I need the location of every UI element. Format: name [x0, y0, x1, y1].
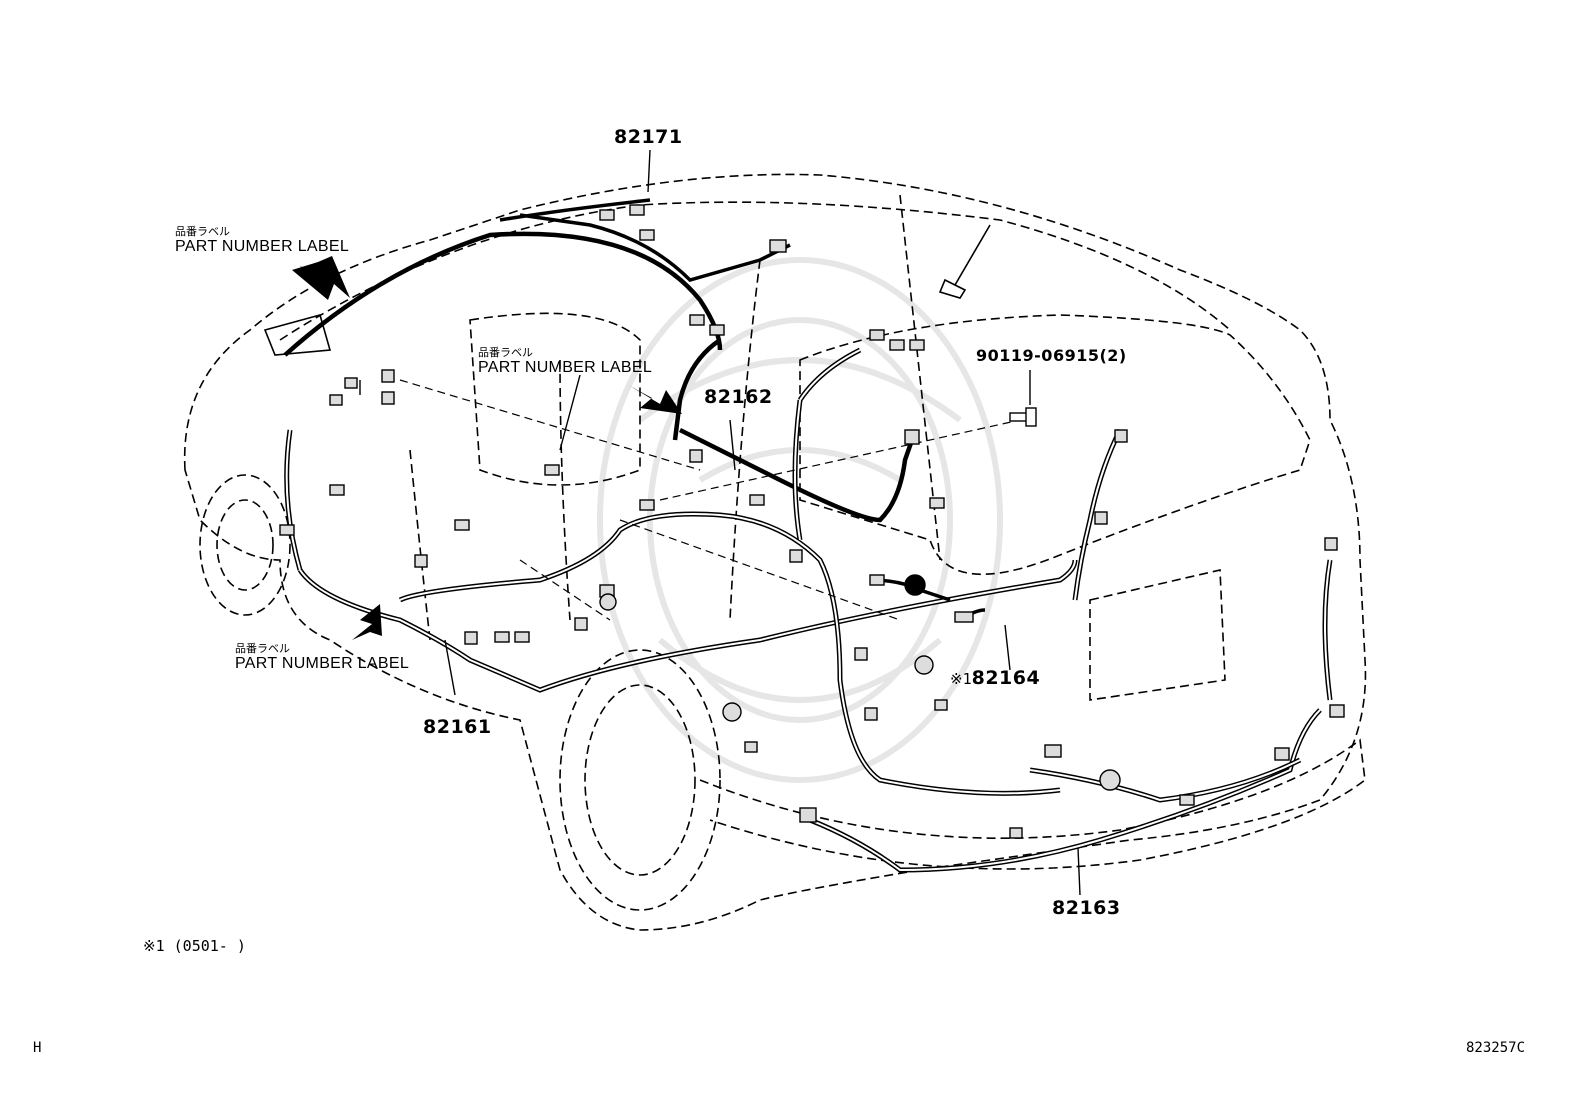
part-number-label-jp: 品番ラベル [478, 346, 533, 359]
footnote-marker: ※1 [950, 670, 972, 688]
watermark-seal-icon [597, 257, 1003, 783]
part-number-82171: 82171 [614, 126, 683, 148]
footnote: ※1 (0501- ) [143, 937, 246, 955]
corner-code-left: H [33, 1040, 42, 1056]
part-number-label-jp: 品番ラベル [235, 642, 290, 655]
part-number-label-en: PART NUMBER LABEL [478, 359, 653, 376]
wire-harnesses [283, 149, 1333, 896]
part-number-label-jp: 品番ラベル [175, 225, 230, 238]
part-number-label-en: PART NUMBER LABEL [175, 238, 350, 255]
part-number-82164: ※182164 [950, 667, 1040, 689]
part-number-82164-text: 82164 [971, 667, 1041, 689]
part-number-82163: 82163 [1052, 897, 1121, 919]
callout-arrow-icon [292, 256, 682, 640]
part-number-label-roof: 品番ラベル PART NUMBER LABEL [175, 226, 349, 256]
part-number-90119-06915: 90119-06915(2) [976, 346, 1127, 365]
part-number-label-floor: 品番ラベル PART NUMBER LABEL [235, 643, 409, 673]
part-number-label-center: 品番ラベル PART NUMBER LABEL [478, 347, 652, 377]
diagram-code: 823257C [1466, 1040, 1526, 1056]
part-number-label-en: PART NUMBER LABEL [235, 655, 410, 672]
bolt-icon [1009, 407, 1037, 427]
vehicle-outline [183, 173, 1367, 931]
connector-icon [279, 204, 1345, 839]
part-number-82162: 82162 [704, 386, 773, 408]
part-number-82161: 82161 [423, 716, 492, 738]
